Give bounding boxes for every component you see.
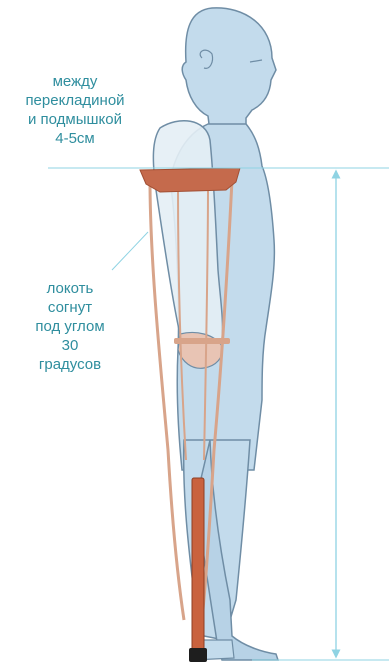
crutch-lower-tube — [192, 478, 204, 650]
elbow-angle-line-2: согнут — [8, 298, 132, 317]
elbow-pointer-line — [112, 232, 148, 270]
elbow-angle-label: локоть согнут под углом 30 градусов — [8, 279, 132, 374]
crutch-armpad — [140, 168, 240, 192]
armpit-gap-line-2: перекладиной — [0, 91, 150, 110]
person-silhouette-icon — [153, 8, 278, 660]
crutch-tip — [189, 648, 207, 662]
person-head — [182, 8, 276, 132]
armpit-gap-label: между перекладиной и подмышкой 4-5см — [0, 72, 150, 148]
armpit-gap-line-3: и подмышкой — [0, 110, 150, 129]
elbow-angle-line-1: локоть — [8, 279, 132, 298]
armpit-gap-line-4: 4-5см — [0, 129, 150, 148]
elbow-angle-line-5: градусов — [8, 355, 132, 374]
elbow-angle-line-3: под углом — [8, 317, 132, 336]
armpit-gap-line-1: между — [0, 72, 150, 91]
elbow-angle-line-4: 30 — [8, 336, 132, 355]
crutch-handgrip — [174, 338, 230, 344]
